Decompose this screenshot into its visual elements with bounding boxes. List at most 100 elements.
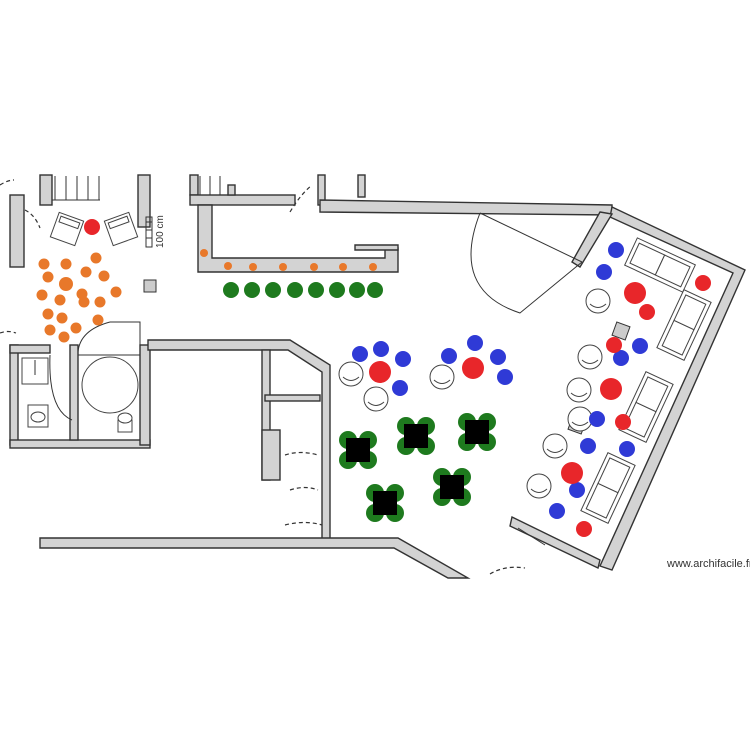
wall-segment [9,344,51,354]
sofas [580,237,712,525]
blue-pouf-icon [441,348,457,364]
orange-stool-icon [60,258,72,270]
red-pouf-icon [84,219,100,235]
round-table-icon [542,433,568,459]
square-table-icon [465,420,489,444]
tub-chair-back [570,392,588,397]
orange-stool-icon [92,314,104,326]
staircase [52,176,221,201]
round-table-icon [526,473,552,499]
small-table-icon [143,279,157,293]
sofa-icon [656,288,712,362]
green-chair-icon [287,282,303,298]
orange-stool-icon [80,266,92,278]
tub-chair-back [530,488,548,493]
wall-segment [189,194,296,206]
tub-chair-back [581,359,599,364]
tub-chair-back [589,303,607,308]
tub-chair-back [367,401,385,406]
tub-chairs [338,288,611,499]
blue-pouf-icon [608,242,624,258]
orange-stool-icon [94,296,106,308]
red-poufs [84,219,711,537]
blue-pouf-icon [549,503,565,519]
blue-pouf-icon [392,380,408,396]
green-chair-icon [367,282,383,298]
wall-segment [39,174,53,206]
wall-segment [147,339,331,546]
sofa-icon [580,451,636,525]
dimension-label: 100 cm [155,215,166,248]
orange-stool-icon [369,263,377,271]
green-bar-chairs [223,282,383,298]
round-table-icon [338,361,364,387]
blue-pouf-icon [352,346,368,362]
red-pouf-icon [600,378,622,400]
blue-pouf-icon [467,335,483,351]
orange-stool-icon [59,277,73,291]
blue-pouf-icon [613,350,629,366]
orange-stool-icon [54,294,66,306]
square-tables [339,413,496,522]
blue-pouf-icon [569,482,585,498]
orange-stool-icon [58,331,70,343]
orange-stool-icon [70,322,82,334]
square-table-icon [404,424,428,448]
green-chair-icon [223,282,239,298]
wall-segment [137,174,151,228]
restroom [21,354,140,433]
red-pouf-icon [695,275,711,291]
orange-stool-icon [42,271,54,283]
orange-stool-icon [38,258,50,270]
wall-segment [261,429,281,481]
green-chair-icon [329,282,345,298]
round-table-icon [429,364,455,390]
square-table-icon [440,475,464,499]
wall-segment [571,211,614,268]
blue-pouf-icon [373,341,389,357]
wall-segment [357,174,366,198]
wall-segment [9,439,151,449]
green-chair-icon [349,282,365,298]
orange-stool-icon [200,249,208,257]
small-tables [143,279,631,435]
wall-segment [189,174,199,196]
bar-counter [197,204,399,273]
small-table-icon [611,321,631,341]
red-pouf-icon [639,304,655,320]
dimension-marker: 100 cm [145,215,166,248]
round-table-icon [566,377,592,403]
round-shower-icon [81,356,139,414]
square-table-icon [346,438,370,462]
blue-pouf-icon [596,264,612,280]
round-table-icon [585,288,611,314]
blue-pouf-icon [580,438,596,454]
orange-stool-icon [339,263,347,271]
armchair-icon [49,211,85,247]
wall-segment [9,194,25,268]
red-pouf-icon [576,521,592,537]
blue-pouf-icon [497,369,513,385]
round-table-icon [363,386,389,412]
wall-segment [9,344,19,446]
blue-pouf-icon [395,351,411,367]
red-pouf-icon [624,282,646,304]
wall-segment [69,344,79,441]
wall-segment [39,537,471,579]
green-chair-icon [244,282,260,298]
orange-stool-icon [224,262,232,270]
sofa-icon [623,237,697,293]
tub-chair-back [342,376,360,381]
red-pouf-icon [615,414,631,430]
blue-pouf-icon [632,338,648,354]
green-chair-icon [308,282,324,298]
orange-stool-icon [249,263,257,271]
orange-stool-icon [110,286,122,298]
wall-segment [354,244,399,251]
red-pouf-icon [561,462,583,484]
doors [0,179,583,575]
round-table-icon [567,406,593,432]
watermark: www.archifacile.fr [667,558,750,570]
red-pouf-icon [462,357,484,379]
